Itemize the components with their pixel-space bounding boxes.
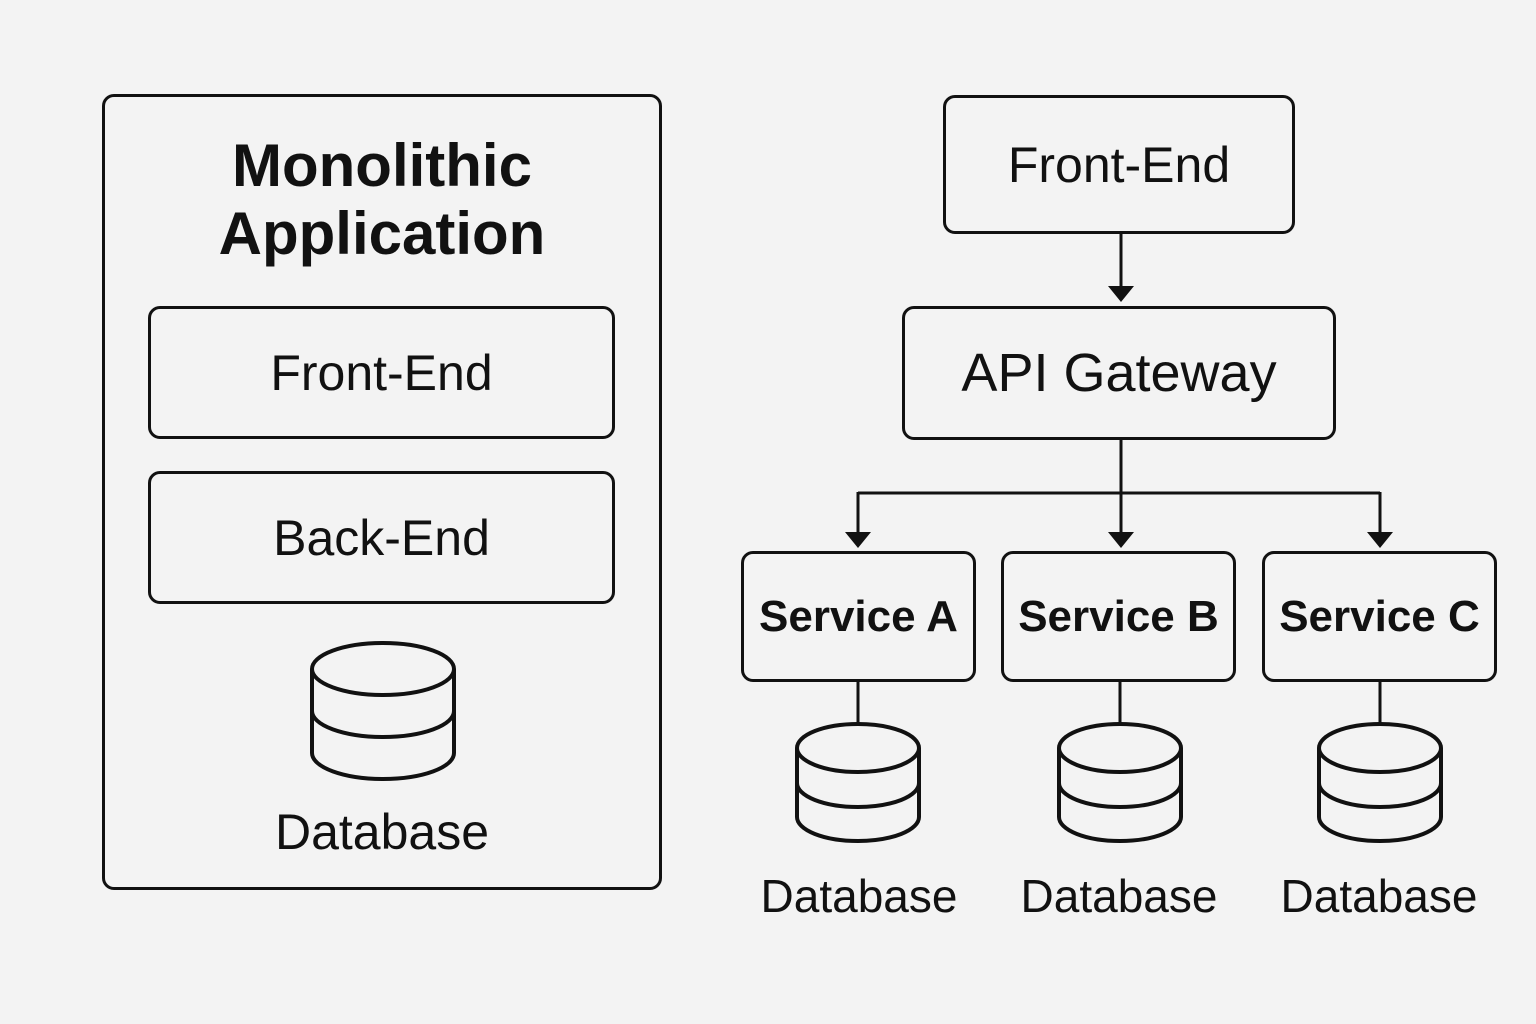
api-gateway-box: API Gateway [902,306,1336,440]
service-a-database-label: Database [760,870,958,922]
arrowhead-service-c [1367,532,1393,548]
service-a-label: Service A [759,591,958,641]
database-icon [310,641,456,781]
arrows-gateway-to-services [845,440,1393,548]
service-b-label: Service B [1018,591,1219,641]
monolithic-front-end-label: Front-End [270,344,493,401]
monolithic-database-label: Database [274,804,490,860]
microservices-front-end-label: Front-End [1007,136,1231,193]
service-b-box: Service B [1001,551,1236,682]
monolithic-back-end-box: Back-End [148,471,615,604]
arrowhead-service-b [1108,532,1134,548]
microservices-front-end-box: Front-End [943,95,1295,234]
monolithic-title-line2: Application [218,200,546,267]
service-b-database-label: Database [1020,870,1218,922]
monolithic-title: Monolithic Application [102,132,662,268]
api-gateway-label: API Gateway [961,343,1277,403]
monolithic-back-end-label: Back-End [273,509,490,566]
service-c-box: Service C [1262,551,1497,682]
database-icon [795,722,921,843]
monolithic-front-end-box: Front-End [148,306,615,439]
database-icon [1317,722,1443,843]
arrowhead-service-a [845,532,871,548]
arrow-frontend-to-gateway [1108,234,1134,302]
database-icon [1057,722,1183,843]
service-a-box: Service A [741,551,976,682]
service-c-label: Service C [1279,591,1480,641]
monolithic-container [102,94,662,890]
monolithic-title-line1: Monolithic [232,132,532,199]
service-c-database-label: Database [1280,870,1478,922]
